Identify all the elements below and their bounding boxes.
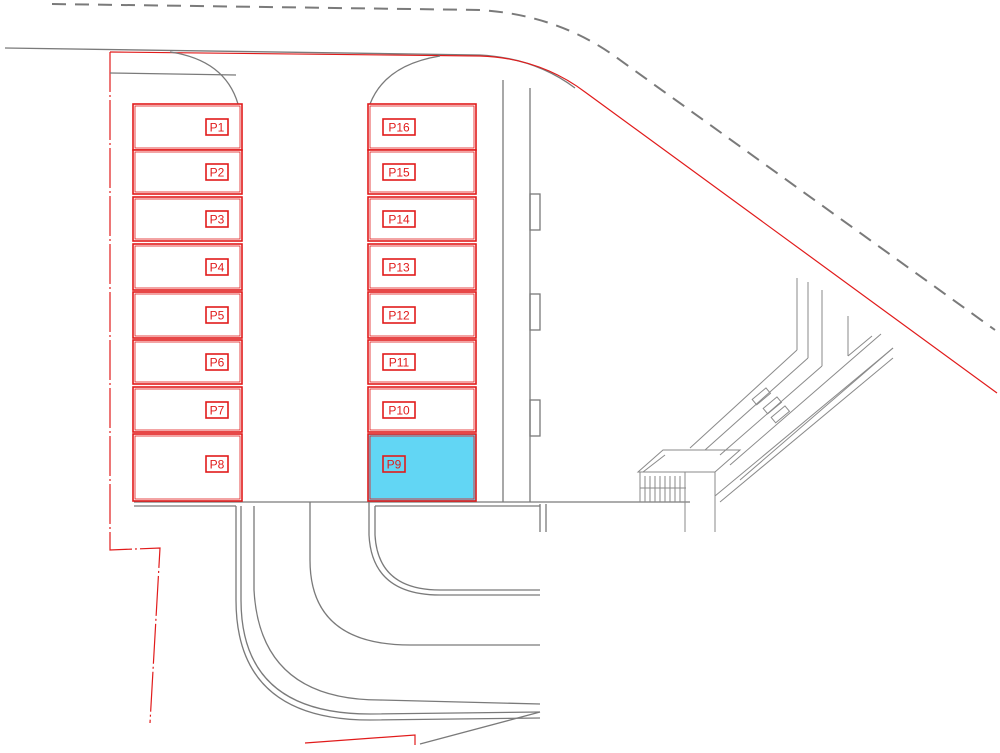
slot-outline[interactable] (367, 243, 477, 291)
curb-top-left (109, 51, 441, 105)
slot-outline[interactable] (132, 103, 243, 151)
parking-slot-p7[interactable]: P7 (132, 386, 243, 433)
slot-outline[interactable] (132, 291, 243, 339)
drive-lanes (134, 501, 690, 745)
slot-outline[interactable] (132, 339, 243, 385)
slot-outline[interactable] (132, 433, 243, 502)
parking-slot-p10[interactable]: P10 (367, 386, 477, 433)
parking-slot-p8[interactable]: P8 (132, 433, 243, 502)
walkway-lines (502, 80, 541, 502)
parking-slot-p11[interactable]: P11 (367, 339, 477, 385)
slot-outline[interactable] (367, 196, 477, 242)
parking-slot-p12[interactable]: P12 (367, 291, 477, 339)
road-centerline-dashed (51, 3, 996, 331)
slot-outline[interactable] (132, 149, 243, 195)
parking-slot-p9[interactable]: P9 (367, 433, 477, 502)
parking-slot-p1[interactable]: P1 (132, 103, 243, 151)
parking-slot-p16[interactable]: P16 (367, 103, 477, 151)
parking-slot-p3[interactable]: P3 (132, 196, 243, 242)
property-boundary-left (109, 52, 161, 724)
slot-outline[interactable] (132, 196, 243, 242)
stair-structure (636, 278, 894, 532)
parking-slot-p5[interactable]: P5 (132, 291, 243, 339)
slot-outline[interactable] (367, 103, 477, 151)
parking-slot-p15[interactable]: P15 (367, 149, 477, 195)
parking-slot-p2[interactable]: P2 (132, 149, 243, 195)
parking-slot-p13[interactable]: P13 (367, 243, 477, 291)
slot-outline[interactable] (367, 433, 477, 502)
parking-slot-p4[interactable]: P4 (132, 243, 243, 291)
slot-outline[interactable] (367, 291, 477, 339)
property-boundary-bottom (304, 734, 416, 745)
parking-slot-p6[interactable]: P6 (132, 339, 243, 385)
parking-slot-p14[interactable]: P14 (367, 196, 477, 242)
slot-outline[interactable] (367, 386, 477, 433)
slot-outline[interactable] (132, 243, 243, 291)
property-boundary (109, 51, 998, 394)
slot-outline[interactable] (367, 149, 477, 195)
slot-outline[interactable] (367, 339, 477, 385)
slot-outline[interactable] (132, 386, 243, 433)
